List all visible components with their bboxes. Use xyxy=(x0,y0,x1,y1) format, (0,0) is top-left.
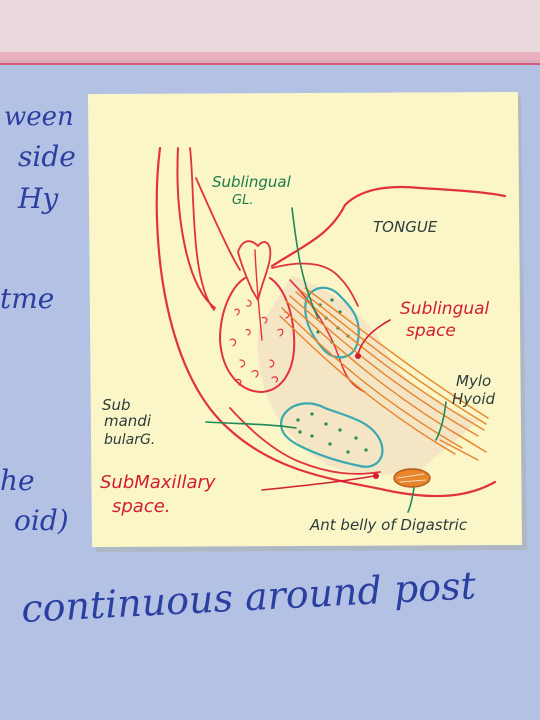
label-tongue: TONGUE xyxy=(373,218,438,236)
notebook-text-6: oid) xyxy=(14,504,69,537)
pink-page-band xyxy=(0,0,540,60)
floor-of-mouth-outline xyxy=(189,147,241,311)
pointer-dot-sublingual-space xyxy=(355,353,361,359)
notebook-text-1: ween xyxy=(4,102,74,132)
label-sublingual-space-1: Sublingual xyxy=(400,299,490,319)
sticky-note xyxy=(88,92,527,552)
pointer-sublingual-gland xyxy=(291,207,319,319)
label-sublingual-gland-1: Sublingual xyxy=(212,173,292,191)
pointer-submandibular-gland xyxy=(205,421,297,429)
pointer-dot-submaxillary-space xyxy=(373,473,379,479)
page-red-margin-line xyxy=(0,52,540,64)
submandibular-space-outline xyxy=(229,407,381,475)
notebook-text-4: tme xyxy=(0,282,54,315)
label-submandibular-2: mandi xyxy=(104,412,152,430)
submandibular-gland-dots xyxy=(296,412,368,454)
mandible-outline xyxy=(155,146,497,498)
notebook-text-5: he xyxy=(0,464,35,497)
notebook-text-2: side xyxy=(18,140,76,173)
pointer-sublingual-space xyxy=(357,319,391,355)
sticky-note-paper xyxy=(88,92,522,547)
digastric-fibers xyxy=(397,473,427,483)
tongue-underside xyxy=(271,262,359,307)
label-sublingual-gland-2: GL. xyxy=(232,193,253,208)
tooth-root-body xyxy=(219,277,296,393)
label-submaxillary-space-2: space. xyxy=(112,496,171,517)
label-mylohyoid-1: Mylo xyxy=(456,372,491,390)
label-submandibular-1: Sub xyxy=(102,396,131,414)
pointer-mylohyoid xyxy=(435,401,447,441)
pointer-submaxillary-space xyxy=(261,475,375,491)
label-sublingual-space-2: space xyxy=(406,321,456,341)
notebook-text-3: Hy xyxy=(17,182,59,215)
diagram xyxy=(155,146,507,513)
label-submaxillary-space-1: SubMaxillary xyxy=(100,472,216,493)
label-mylohyoid-2: Hyoid xyxy=(452,390,496,408)
tooth-bone-texture xyxy=(229,299,290,386)
tooth-pulp xyxy=(254,249,263,341)
pointer-digastric xyxy=(407,487,415,513)
mandible-inner-outline xyxy=(176,147,216,309)
tongue-outline xyxy=(270,185,507,268)
label-submandibular-3: bularG. xyxy=(104,432,155,448)
tooth-crown xyxy=(237,240,272,301)
submandibular-gland xyxy=(280,402,384,468)
label-digastric: Ant belly of Digastric xyxy=(309,516,468,534)
notebook-left-text: ween side Hy tme he oid) xyxy=(0,102,76,537)
diagram-labels: Sublingual GL. TONGUE Sublingual space M… xyxy=(100,173,496,534)
digastric-muscle xyxy=(393,468,431,488)
